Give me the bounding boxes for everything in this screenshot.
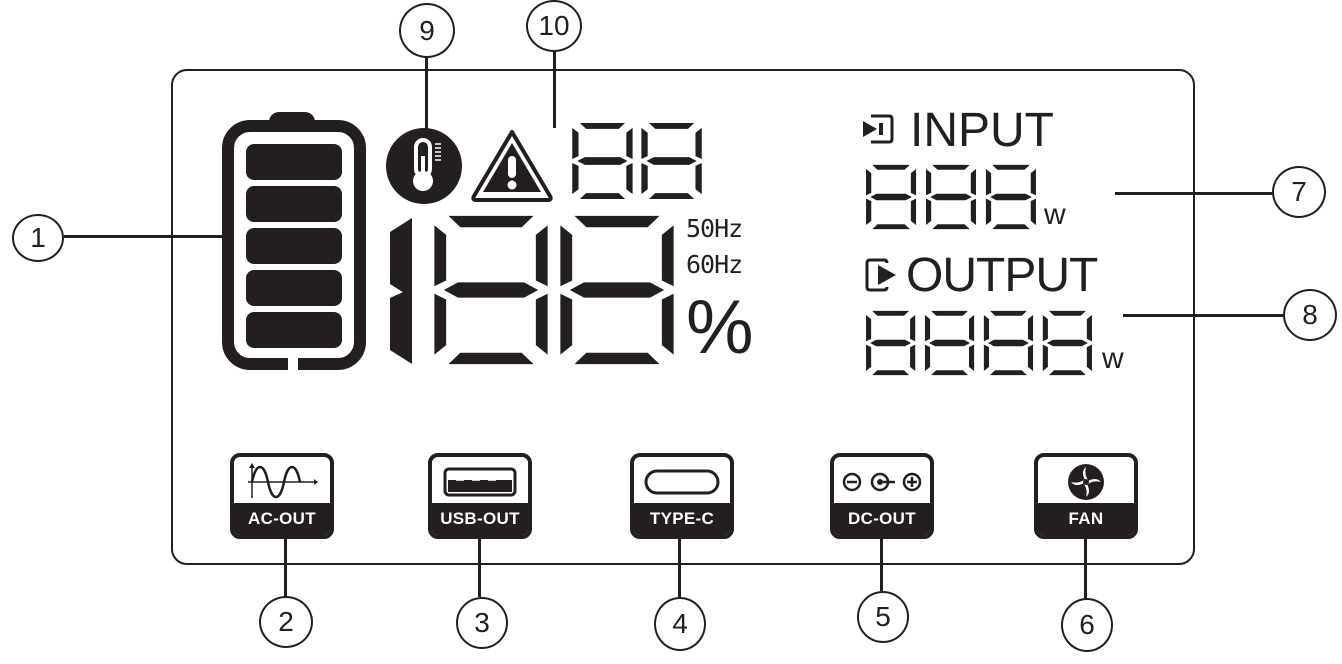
fan-icon [1068, 464, 1104, 500]
usb-port-icon [443, 467, 517, 497]
callout-9-leader [425, 56, 428, 130]
callout-6-leader [1084, 539, 1087, 599]
input-label: INPUT [910, 104, 1054, 157]
callout-8: 8 [1283, 289, 1337, 341]
battery-level-indicator [222, 112, 366, 370]
callout-2: 2 [259, 596, 313, 648]
dc-polarity-icon [842, 472, 922, 492]
callout-10: 10 [526, 0, 582, 52]
callout-7-leader [1115, 192, 1275, 195]
output-label: OUTPUT [906, 249, 1098, 302]
callout-3-leader [478, 539, 481, 597]
ac-out-indicator: AC-OUT [230, 453, 334, 539]
callout-9: 9 [399, 3, 455, 58]
callout-6: 6 [1061, 598, 1113, 652]
ac-out-label: AC-OUT [234, 503, 330, 535]
battery-percent-display [390, 215, 674, 365]
usb-out-indicator: USB-OUT [428, 453, 532, 539]
usb-out-label: USB-OUT [432, 503, 528, 535]
input-power-readout [866, 164, 1036, 230]
callout-4-leader [678, 539, 681, 597]
percent-unit: % [686, 285, 754, 370]
callout-2-leader [284, 539, 287, 597]
callout-7: 7 [1272, 166, 1326, 218]
callout-1-leader [64, 235, 230, 238]
thermometer-icon [386, 128, 462, 204]
dc-out-indicator: DC-OUT [830, 453, 934, 539]
lcd-panel-outline [171, 69, 1195, 565]
output-unit: W [1102, 342, 1124, 375]
callout-3: 3 [456, 597, 508, 649]
callout-5: 5 [857, 591, 909, 643]
ac-sine-wave-icon [248, 463, 318, 499]
callout-8-leader [1123, 314, 1285, 317]
fan-indicator: FAN [1034, 453, 1138, 539]
output-arrow-icon [865, 258, 896, 292]
callout-10-leader [553, 50, 556, 128]
dc-out-label: DC-OUT [834, 503, 930, 535]
callout-5-leader [880, 539, 883, 591]
input-unit: W [1044, 198, 1066, 231]
input-arrow-icon [863, 114, 894, 144]
callout-1: 1 [12, 214, 64, 262]
freq-50hz-label: 50Hz [686, 214, 743, 243]
type-c-port-icon [644, 469, 720, 495]
output-power-readout [866, 310, 1092, 376]
callout-4: 4 [654, 597, 706, 651]
freq-60hz-label: 60Hz [686, 250, 743, 279]
fan-label: FAN [1038, 503, 1134, 535]
type-c-label: TYPE-C [634, 503, 730, 535]
type-c-indicator: TYPE-C [630, 453, 734, 539]
fault-code-display [572, 122, 702, 200]
warning-triangle-icon [471, 130, 553, 202]
